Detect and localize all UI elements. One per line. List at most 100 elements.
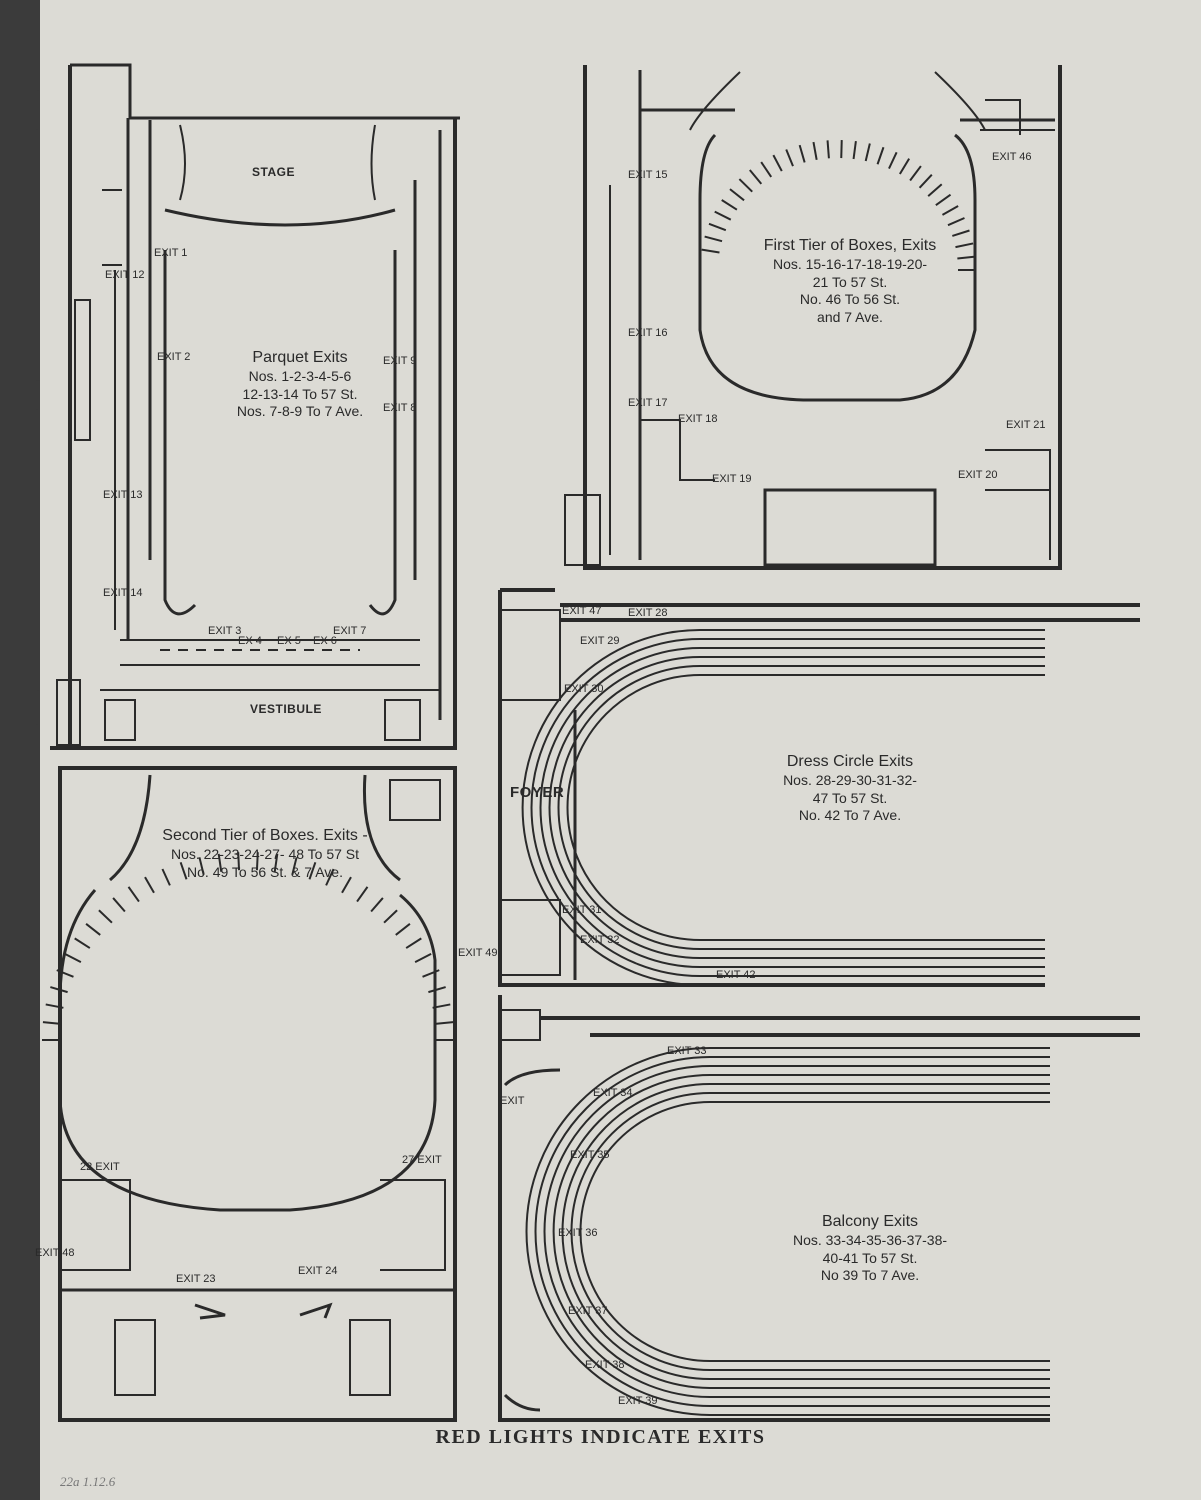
exit-label: EXIT 13 <box>103 489 143 501</box>
box-partition <box>198 857 205 876</box>
parquet-plan <box>50 63 460 750</box>
seating-row <box>534 1056 1050 1407</box>
box-partition <box>749 169 763 185</box>
box-partition <box>325 868 335 886</box>
box-partition <box>64 952 82 963</box>
box-partition <box>405 937 422 949</box>
seating-row <box>552 1074 1050 1389</box>
box-partition <box>161 868 171 886</box>
stage-label: STAGE <box>252 165 295 179</box>
box-partition <box>144 876 155 894</box>
floor-plans-drawing <box>42 63 1140 1422</box>
exit-label: 27 EXIT <box>402 1154 442 1166</box>
box-partition <box>45 1003 64 1009</box>
first-tier-plan <box>564 65 1062 570</box>
dress-circle-line: 47 To 57 St. <box>812 789 888 806</box>
box-partition <box>217 853 223 872</box>
first-tier-line: No. 46 To 56 St. <box>799 291 901 307</box>
box-partition <box>952 229 970 237</box>
box-partition <box>50 986 68 994</box>
first-tier-title: First Tier of Boxes, Exits <box>763 237 937 254</box>
box-partition <box>98 909 113 924</box>
box-partition <box>74 937 91 949</box>
box-partition <box>947 217 965 227</box>
exit-label: EXIT 47 <box>562 605 602 617</box>
box-partition <box>308 862 317 880</box>
exit-label: EXIT 49 <box>458 947 498 959</box>
box-partition <box>708 222 727 232</box>
box-partition <box>704 235 723 243</box>
balcony-plan <box>498 995 1140 1422</box>
parquet-line: Nos. 1-2-3-4-5-6 <box>248 368 352 384</box>
exit-label: EXIT 33 <box>667 1045 707 1057</box>
second-tier-plan <box>58 766 457 1422</box>
dress-circle-title: Dress Circle Exits <box>786 753 914 770</box>
box-partition <box>955 242 974 249</box>
exit-label: EXIT 30 <box>564 683 604 695</box>
box-partition <box>888 151 898 170</box>
box-partition <box>941 205 959 216</box>
balcony-line: 40-41 To 57 St. <box>822 1249 918 1266</box>
box-partition <box>714 210 732 221</box>
exit-label: EXIT 2 <box>157 351 191 363</box>
box-partition <box>291 857 298 876</box>
box-partition <box>127 886 140 903</box>
box-partition <box>237 852 241 871</box>
vestibule-label: VESTIBULE <box>250 702 322 716</box>
box-partition <box>927 183 943 197</box>
balcony-title: Balcony Exits <box>821 1213 919 1230</box>
box-partition <box>255 852 259 871</box>
box-partition <box>383 909 398 924</box>
exit-label: EXIT 19 <box>712 473 752 485</box>
box-partition <box>785 149 794 167</box>
exit-label: EXIT 24 <box>298 1265 338 1277</box>
exit-label: EXIT 46 <box>992 151 1032 163</box>
box-partition <box>414 952 432 963</box>
box-partition <box>370 897 384 913</box>
exit-label: EXIT 48 <box>35 1247 75 1259</box>
balcony-line: No 39 To 7 Ave. <box>820 1267 920 1283</box>
box-partition <box>918 173 933 189</box>
dress-circle-caption: Dress Circle Exits Nos. 28-29-30-31-32- … <box>720 752 980 825</box>
box-partition <box>798 144 806 163</box>
exit-label: EXIT 15 <box>628 169 668 181</box>
box-partition <box>729 188 745 202</box>
exit-label: EX 6 <box>313 635 337 647</box>
seating-row <box>543 1065 1050 1398</box>
exit-label: EXIT <box>500 1095 525 1107</box>
exit-label: EXIT 21 <box>1006 419 1046 431</box>
box-partition <box>395 923 411 936</box>
box-partition <box>701 248 720 254</box>
exit-label: EX 5 <box>277 635 301 647</box>
box-partition <box>85 923 101 936</box>
seating-row <box>579 1101 1050 1362</box>
box-partition <box>356 886 369 903</box>
box-partition <box>341 876 352 894</box>
exit-label: EXIT 42 <box>716 969 756 981</box>
box-partition <box>826 140 830 159</box>
box-partition <box>428 986 446 994</box>
exit-label: EXIT 1 <box>154 247 188 259</box>
exit-label: EXIT 14 <box>103 587 143 599</box>
box-partition <box>422 969 440 978</box>
box-partition <box>852 140 857 160</box>
exit-label: EXIT 31 <box>562 904 602 916</box>
second-tier-title: Second Tier of Boxes. Exits - <box>162 827 368 844</box>
balcony-line: Nos. 33-34-35-36-37-38- <box>792 1232 948 1248</box>
exit-label: EXIT 28 <box>628 607 668 619</box>
archive-note: 22a 1.12.6 <box>60 1474 116 1489</box>
seating-row <box>539 647 1045 968</box>
second-tier-line: No. 49 To 56 St. & 7 Ave. <box>187 863 343 880</box>
box-partition <box>935 193 952 206</box>
seating-row <box>566 674 1045 941</box>
exit-label: EXIT 29 <box>580 635 620 647</box>
first-tier-line: Nos. 15-16-17-18-19-20- <box>772 256 928 272</box>
exit-label: EXIT 37 <box>568 1305 608 1317</box>
box-partition <box>42 1021 61 1025</box>
box-partition <box>899 158 911 175</box>
exit-label: EXIT 12 <box>105 269 145 281</box>
exit-label: EXIT 16 <box>628 327 668 339</box>
exit-label: EXIT 8 <box>383 402 417 414</box>
parquet-title: Parquet Exits <box>252 349 348 366</box>
exit-label: EXIT 17 <box>628 397 668 409</box>
